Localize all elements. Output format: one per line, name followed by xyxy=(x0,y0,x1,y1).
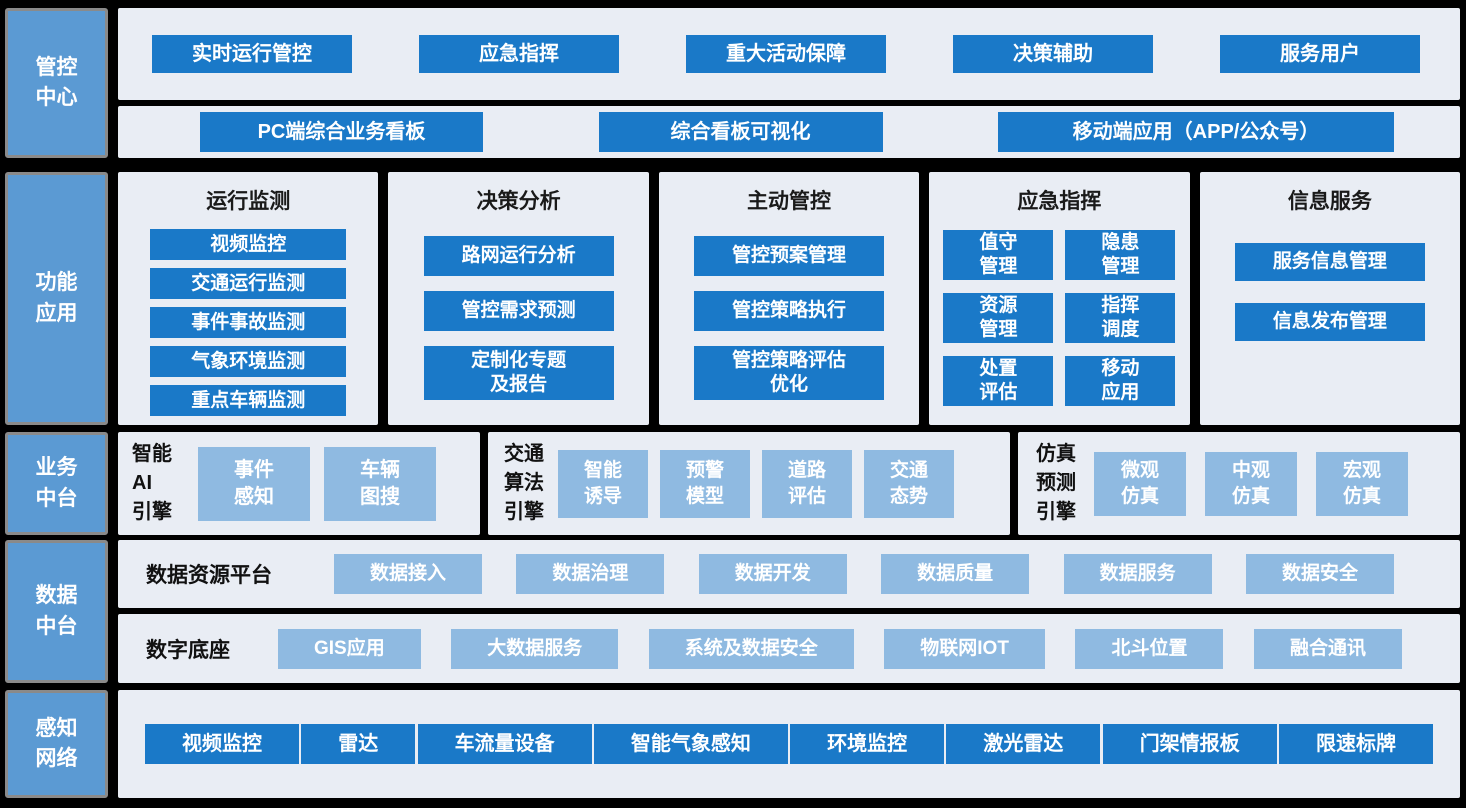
block-video-monitoring: 视频监控 xyxy=(150,229,347,260)
block-service-users: 服务用户 xyxy=(1220,35,1420,73)
block-radar: 雷达 xyxy=(301,724,416,764)
block-custom-topics-reports: 定制化专题 及报告 xyxy=(423,346,614,400)
panel-digital-base: 数字底座 GIS应用 大数据服务 系统及数据安全 物联网IOT 北斗位置 融合通… xyxy=(118,614,1460,683)
block-beidou-location: 北斗位置 xyxy=(1075,628,1224,669)
block-traffic-situation: 交通 态势 xyxy=(864,449,954,518)
block-data-quality: 数据质量 xyxy=(881,554,1030,594)
engine-label-ai: 智能 AI 引擎 xyxy=(132,443,172,523)
layer-business-platform: 业务 中台 智能 AI 引擎 事件 感知 车辆 图搜 交通 算法 引擎 智能 诱… xyxy=(5,432,1460,535)
block-iot: 物联网IOT xyxy=(884,628,1045,669)
block-data-access: 数据接入 xyxy=(334,554,483,594)
block-control-plan-management: 管控预案管理 xyxy=(694,236,885,276)
engine-label-traffic-algorithm: 交通 算法 引擎 xyxy=(504,443,544,523)
block-event-perception: 事件 感知 xyxy=(198,446,310,521)
block-major-event-support: 重大活动保障 xyxy=(686,35,886,73)
panel-information-service: 信息服务 服务信息管理 信息发布管理 xyxy=(1199,172,1461,425)
panel-control-center-row2: PC端综合业务看板 综合看板可视化 移动端应用（APP/公众号） xyxy=(118,106,1460,158)
block-speed-limit-sign: 限速标牌 xyxy=(1278,724,1433,764)
block-control-strategy-execution: 管控策略执行 xyxy=(694,291,885,331)
block-service-info-management: 服务信息管理 xyxy=(1234,243,1425,281)
block-lidar: 激光雷达 xyxy=(946,724,1101,764)
block-bigdata-service: 大数据服务 xyxy=(451,628,619,669)
block-vehicle-image-search: 车辆 图搜 xyxy=(324,446,436,521)
panel-operation-monitoring: 运行监测 视频监控 交通运行监测 事件事故监测 气象环境监测 重点车辆监测 xyxy=(118,172,379,425)
block-resource-management: 资源 管理 xyxy=(943,293,1054,343)
block-mobile-app: 移动端应用（APP/公众号） xyxy=(998,112,1394,152)
block-control-strategy-evaluation: 管控策略评估 优化 xyxy=(694,346,885,400)
block-data-service: 数据服务 xyxy=(1063,554,1212,594)
block-gantry-info-board: 门架情报板 xyxy=(1102,724,1277,764)
block-duty-management: 值守 管理 xyxy=(943,230,1054,280)
block-data-development: 数据开发 xyxy=(698,554,847,594)
panel-decision-analysis: 决策分析 路网运行分析 管控需求预测 定制化专题 及报告 xyxy=(388,172,649,425)
panel-control-center-row1: 实时运行管控 应急指挥 重大活动保障 决策辅助 服务用户 xyxy=(118,8,1460,100)
panel-data-resource-platform: 数据资源平台 数据接入 数据治理 数据开发 数据质量 数据服务 数据安全 xyxy=(118,540,1460,608)
block-decision-assist: 决策辅助 xyxy=(953,35,1153,73)
panel-simulation-engine: 仿真 预测 引擎 微观 仿真 中观 仿真 宏观 仿真 xyxy=(1018,432,1460,535)
sidebar-label-perception-network: 感知 网络 xyxy=(5,690,108,798)
block-realtime-operation-control: 实时运行管控 xyxy=(152,35,352,73)
block-info-publish-management: 信息发布管理 xyxy=(1234,303,1425,341)
label-data-resource-platform: 数据资源平台 xyxy=(146,564,272,587)
panel-perception-network: 视频监控 雷达 车流量设备 智能气象感知 环境监控 激光雷达 门架情报板 限速标… xyxy=(118,690,1460,798)
block-traffic-operation-monitoring: 交通运行监测 xyxy=(150,268,347,299)
layer-control-center: 管控 中心 实时运行管控 应急指挥 重大活动保障 决策辅助 服务用户 PC端综合… xyxy=(5,8,1460,158)
panel-ai-engine: 智能 AI 引擎 事件 感知 车辆 图搜 xyxy=(118,432,480,535)
sidebar-label-business-platform: 业务 中台 xyxy=(5,432,108,535)
sidebar-label-function-application: 功能 应用 xyxy=(5,172,108,425)
panel-traffic-algorithm-engine: 交通 算法 引擎 智能 诱导 预警 模型 道路 评估 交通 态势 xyxy=(488,432,1010,535)
column-title-operation-monitoring: 运行监测 xyxy=(206,190,291,213)
block-smart-guidance: 智能 诱导 xyxy=(558,449,648,518)
engine-label-simulation-forecast: 仿真 预测 引擎 xyxy=(1036,443,1076,523)
block-data-security: 数据安全 xyxy=(1245,554,1394,594)
block-meso-simulation: 中观 仿真 xyxy=(1205,451,1297,516)
block-hazard-management: 隐患 管理 xyxy=(1065,230,1176,280)
column-title-decision-analysis: 决策分析 xyxy=(476,190,561,213)
block-converged-communication: 融合通讯 xyxy=(1253,628,1402,669)
block-warning-model: 预警 模型 xyxy=(660,449,750,518)
block-weather-env-monitoring: 气象环境监测 xyxy=(150,346,347,377)
block-data-governance: 数据治理 xyxy=(516,554,665,594)
block-mobile-application: 移动 应用 xyxy=(1065,356,1176,406)
block-emergency-command: 应急指挥 xyxy=(419,35,619,73)
panel-active-control: 主动管控 管控预案管理 管控策略执行 管控策略评估 优化 xyxy=(658,172,920,425)
block-incident-accident-monitoring: 事件事故监测 xyxy=(150,307,347,338)
block-command-dispatch: 指挥 调度 xyxy=(1065,293,1176,343)
block-video-surveillance: 视频监控 xyxy=(145,724,299,764)
block-dashboard-visualization: 综合看板可视化 xyxy=(598,112,883,152)
block-road-evaluation: 道路 评估 xyxy=(762,449,852,518)
block-key-vehicle-monitoring: 重点车辆监测 xyxy=(150,385,347,416)
sidebar-label-data-platform: 数据 中台 xyxy=(5,540,108,683)
block-system-data-security: 系统及数据安全 xyxy=(648,628,854,669)
block-environment-monitoring: 环境监控 xyxy=(790,724,945,764)
block-pc-dashboard: PC端综合业务看板 xyxy=(200,112,483,152)
layer-function-applications: 功能 应用 运行监测 视频监控 交通运行监测 事件事故监测 气象环境监测 重点车… xyxy=(5,172,1461,425)
block-macro-simulation: 宏观 仿真 xyxy=(1316,451,1408,516)
block-micro-simulation: 微观 仿真 xyxy=(1094,451,1186,516)
block-traffic-flow-device: 车流量设备 xyxy=(417,724,592,764)
block-control-demand-forecast: 管控需求预测 xyxy=(423,291,614,331)
column-title-information-service: 信息服务 xyxy=(1287,190,1372,213)
layer-perception-network: 感知 网络 视频监控 雷达 车流量设备 智能气象感知 环境监控 激光雷达 门架情… xyxy=(5,690,1460,798)
block-road-network-analysis: 路网运行分析 xyxy=(423,236,614,276)
sidebar-label-control-center: 管控 中心 xyxy=(5,8,108,158)
block-smart-weather-sensing: 智能气象感知 xyxy=(593,724,788,764)
label-digital-base: 数字底座 xyxy=(146,638,230,662)
column-title-active-control: 主动管控 xyxy=(747,190,832,213)
block-gis-application: GIS应用 xyxy=(278,628,421,669)
layer-data-platform: 数据 中台 数据资源平台 数据接入 数据治理 数据开发 数据质量 数据服务 数据… xyxy=(5,540,1460,683)
column-title-emergency-command: 应急指挥 xyxy=(1017,190,1102,213)
block-disposal-evaluation: 处置 评估 xyxy=(943,356,1054,406)
panel-emergency-command: 应急指挥 值守 管理 隐患 管理 资源 管理 指挥 调度 处置 评估 移动 应用 xyxy=(929,172,1190,425)
